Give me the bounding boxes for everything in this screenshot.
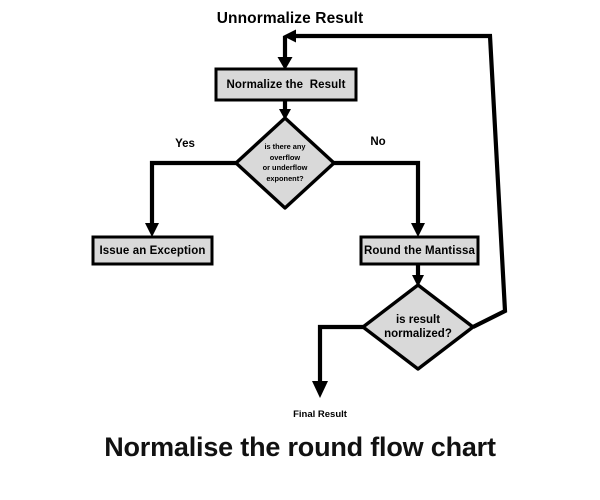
edge-label-no: No	[370, 136, 386, 148]
node-exception-box[interactable]	[91, 235, 214, 266]
chart-title: Normalise the round flow chart	[104, 432, 496, 462]
node-normalized-diamond[interactable]	[361, 283, 475, 371]
edge-top-to-normalize	[277, 36, 293, 70]
node-normalize-box[interactable]	[214, 67, 358, 102]
edge-label-yes: Yes	[175, 138, 195, 150]
edge-round-to-normalized	[412, 264, 424, 287]
label-unnormalize-result: Unnormalize Result	[216, 10, 364, 27]
edge-yes-branch	[145, 160, 236, 237]
node-overflow-diamond[interactable]	[234, 116, 336, 210]
edge-feedback-loop	[283, 29, 508, 329]
edge-normalize-to-overflow	[279, 100, 291, 120]
edge-normalized-to-final	[312, 324, 363, 398]
label-final-result: Final Result	[293, 409, 347, 420]
node-round-box[interactable]	[359, 235, 480, 266]
edge-no-branch	[334, 160, 425, 237]
